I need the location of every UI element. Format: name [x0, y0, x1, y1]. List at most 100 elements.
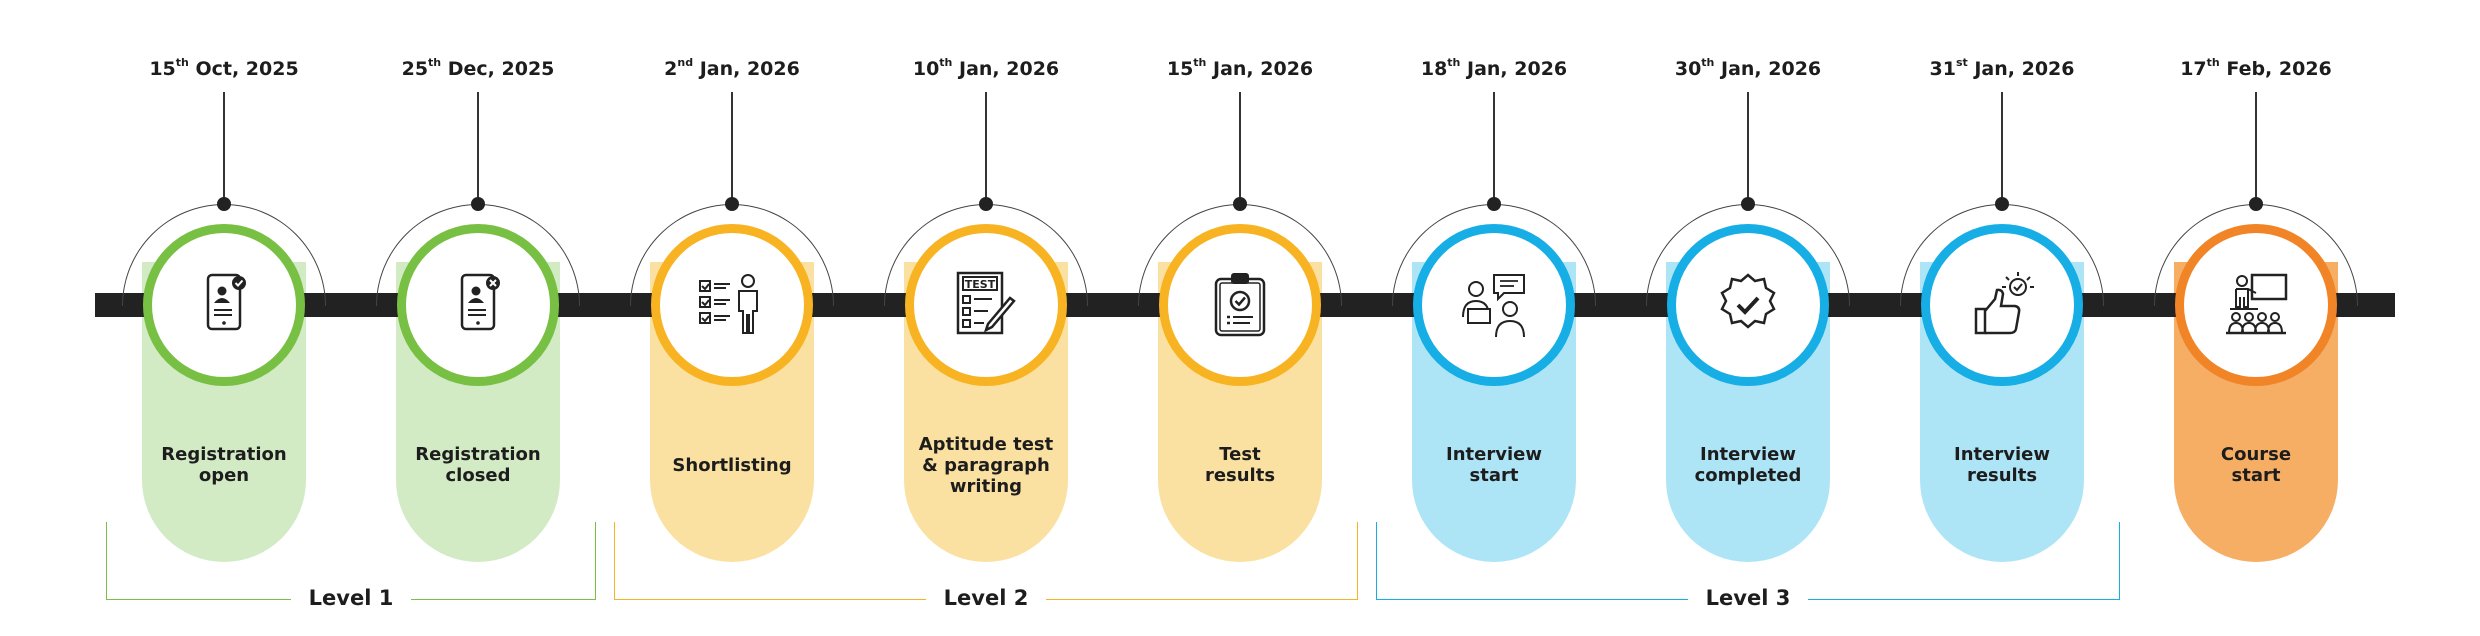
checklist-person-icon	[699, 274, 758, 334]
level-label: Level 1	[291, 586, 411, 610]
stage-date-rest: Jan, 2026	[1714, 58, 1822, 80]
stage-date: 18th Jan, 2026	[1379, 56, 1609, 80]
stage-date: 10th Jan, 2026	[871, 56, 1101, 80]
stage-label-line: Course	[2220, 444, 2292, 465]
classroom-teacher-icon	[2226, 273, 2288, 335]
clipboard-check-icon	[1214, 273, 1266, 337]
level-bracket	[106, 522, 596, 600]
stage-date-day: 18	[1420, 58, 1448, 80]
stage-icon-circle: TEST	[905, 224, 1067, 386]
stage-icon-circle	[143, 224, 305, 386]
stage-date-rest: Jan, 2026	[1967, 58, 2075, 80]
stage-date-day: 15	[1166, 58, 1194, 80]
stage-date-day: 15	[149, 58, 176, 80]
stage-label-line: results	[1204, 465, 1276, 486]
stage-label-text: Shortlisting	[672, 455, 791, 476]
stage-label-line: Shortlisting	[672, 454, 792, 476]
interview-people-icon	[1462, 274, 1525, 338]
stage-connector-dot	[979, 197, 993, 211]
stage-label-line: & paragraph	[922, 454, 1050, 476]
stage-date-rest: Jan, 2026	[1206, 58, 1314, 80]
level-bracket	[1376, 522, 2120, 600]
level-label: Level 3	[1688, 586, 1808, 610]
stage-date-suffix: th	[1193, 56, 1207, 69]
stage-date-rest: Feb, 2026	[2219, 58, 2332, 80]
stage-label-line: completed	[1694, 465, 1802, 486]
stage-icon-circle	[1413, 224, 1575, 386]
stage-date-rest: Jan, 2026	[1460, 58, 1568, 80]
stage-date-suffix: st	[1955, 56, 1968, 69]
stage-date: 15th Jan, 2026	[1125, 56, 1355, 80]
level-label: Level 2	[926, 586, 1046, 610]
stage-connector-dot	[1741, 197, 1755, 211]
test-paper-pencil-icon: TEST	[956, 271, 1016, 335]
stage-icon-circle	[397, 224, 559, 386]
stage-date-day: 30	[1674, 58, 1702, 80]
stage-connector-dot	[725, 197, 739, 211]
stage-label-line: Interview	[1446, 444, 1542, 465]
stage-label-line: Aptitude test	[918, 433, 1054, 455]
stage-date-rest: Jan, 2026	[952, 58, 1060, 80]
stage-label-line: Interview	[1954, 444, 2050, 465]
stage-date-rest: Dec, 2025	[441, 58, 555, 80]
stage-connector-line	[2001, 92, 2003, 204]
stage-icon-circle	[1921, 224, 2083, 386]
stage-label-line: open	[198, 465, 250, 486]
stage-icon-circle	[1159, 224, 1321, 386]
stage-label-line: Registration	[415, 444, 541, 465]
stage-connector-line	[1239, 92, 1241, 204]
stage-connector-dot	[1995, 197, 2009, 211]
stage-date-day: 10	[912, 58, 940, 80]
stage-label-line: results	[1966, 465, 2038, 486]
stage-date-suffix: th	[1447, 56, 1461, 69]
stage-date-suffix: th	[2206, 56, 2220, 69]
stage-date-suffix: th	[939, 56, 953, 69]
stage-date-suffix: th	[175, 56, 189, 69]
stage-date: 31st Jan, 2026	[1887, 56, 2117, 80]
stage-label-line: start	[1469, 465, 1519, 486]
stage-connector-line	[223, 92, 225, 204]
level-bracket	[614, 522, 1358, 600]
stage-date-suffix: th	[1701, 56, 1715, 69]
stage-date: 25th Dec, 2025	[363, 56, 593, 80]
stage-connector-dot	[2249, 197, 2263, 211]
tablet-user-closed-icon	[460, 273, 500, 331]
stage-connector-dot	[1487, 197, 1501, 211]
thumbs-up-icon	[1974, 272, 2034, 335]
badge-check-icon	[1720, 273, 1776, 329]
stage-date: 15th Oct, 2025	[109, 56, 339, 80]
stage-connector-line	[731, 92, 733, 204]
stage-date-day: 31	[1929, 58, 1956, 80]
stage-date-rest: Jan, 2026	[693, 58, 800, 80]
stage-connector-line	[2255, 92, 2257, 204]
stage-label-line: Interview	[1700, 444, 1796, 465]
stage-date: 17th Feb, 2026	[2141, 56, 2371, 80]
stage-connector-dot	[1233, 197, 1247, 211]
stage-connector-dot	[471, 197, 485, 211]
stage-date-rest: Oct, 2025	[188, 58, 299, 80]
stage-connector-dot	[217, 197, 231, 211]
stage-label: Shortlisting	[652, 420, 812, 510]
stage-date: 2nd Jan, 2026	[617, 56, 847, 80]
stage-connector-line	[985, 92, 987, 204]
stage-icon-circle	[2175, 224, 2337, 386]
stage-label-line: closed	[445, 465, 511, 486]
tablet-user-check-icon	[206, 273, 246, 331]
stage-label-line: start	[2231, 465, 2281, 486]
stage-connector-line	[1493, 92, 1495, 204]
